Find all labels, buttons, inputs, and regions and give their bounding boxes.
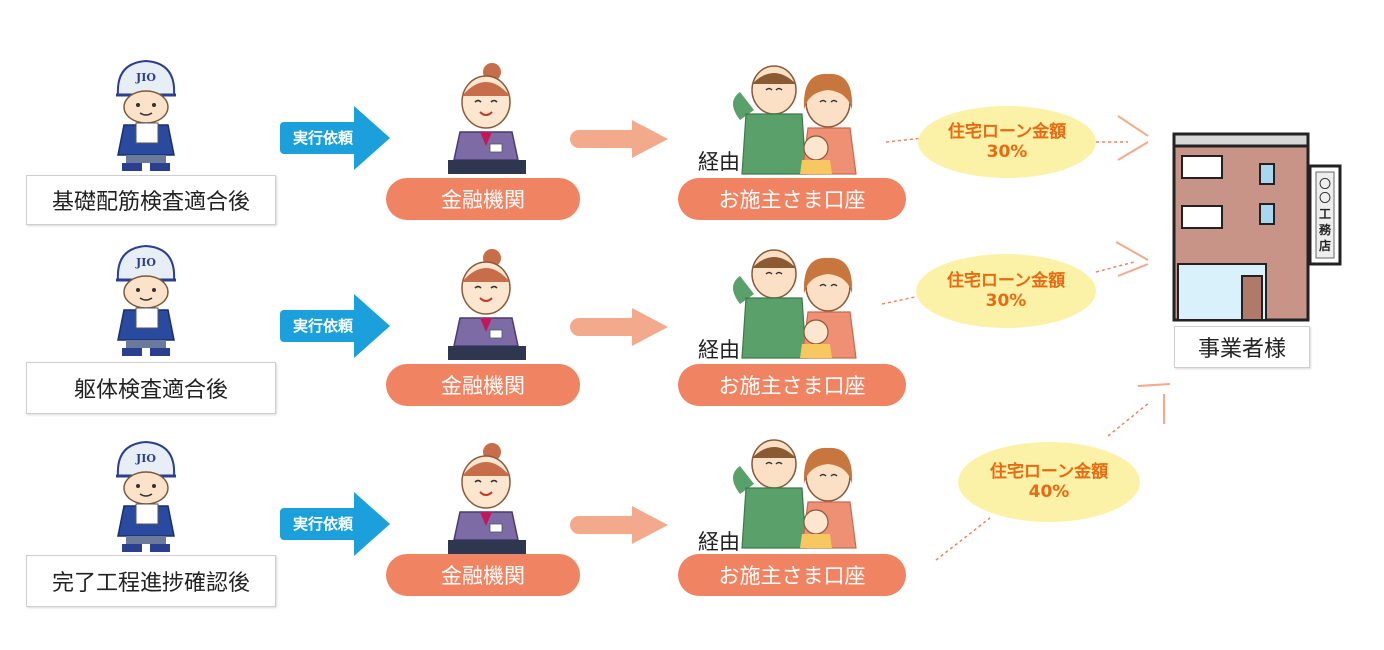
connector-line (934, 512, 994, 562)
execution-request-label: 実行依頼 (286, 508, 360, 540)
svg-text:工: 工 (1319, 207, 1331, 221)
client-label: 事業者様 (1174, 326, 1310, 368)
svg-text:務: 務 (1319, 222, 1332, 237)
via-label: 経由 (698, 526, 740, 556)
homeowner-account-pill: お施主さま口座 (678, 554, 906, 596)
loan-amount-percent: 40% (1029, 482, 1070, 502)
svg-text:店: 店 (1319, 238, 1331, 253)
stage-condition-label: 完了工程進捗確認後 (26, 555, 276, 607)
connector-line (1104, 380, 1174, 440)
bank-clerk-illustration (430, 440, 540, 560)
inspector-illustration: JIO (106, 436, 186, 556)
execution-request-arrow: 実行依頼 (280, 492, 392, 556)
loan-amount-ellipse: 住宅ローン金額 40% (958, 442, 1140, 522)
builder-office-building-icon: 〇 〇 工 務 店 (1170, 130, 1350, 330)
svg-text:〇: 〇 (1319, 177, 1331, 191)
loan-amount-label: 住宅ローン金額 (990, 462, 1108, 482)
financial-institution-pill: 金融機関 (386, 554, 580, 596)
svg-text:JIO: JIO (135, 452, 156, 465)
svg-text:〇: 〇 (1319, 191, 1331, 205)
flow-arrow (570, 506, 670, 546)
